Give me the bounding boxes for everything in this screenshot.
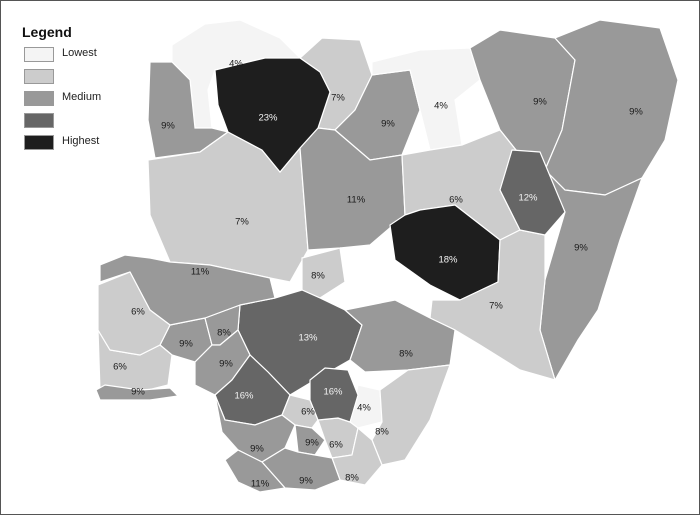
region-zamfara[interactable]	[214, 57, 331, 173]
region-bayelsa[interactable]	[224, 449, 287, 493]
region-label-kebbi: 9%	[161, 121, 175, 132]
region-imo[interactable]	[294, 424, 326, 456]
legend-item-medium: Medium	[22, 90, 132, 109]
region-enugu[interactable]	[309, 367, 359, 423]
region-label-kwara: 11%	[191, 267, 210, 278]
region-label-sokoto: 4%	[229, 59, 243, 70]
legend-label: Lowest	[62, 47, 97, 59]
region-label-ondo: 9%	[219, 359, 233, 370]
region-label-ebonyi: 4%	[357, 403, 371, 414]
region-label-benue: 8%	[399, 349, 413, 360]
region-delta[interactable]	[214, 394, 296, 463]
legend-item-lowest: Lowest	[22, 46, 132, 65]
legend-title: Legend	[22, 24, 72, 40]
region-akwa-ibom[interactable]	[331, 426, 383, 486]
legend: Legend Lowest Medium Highest	[22, 24, 132, 156]
region-oyo[interactable]	[97, 271, 171, 356]
region-label-katsina: 7%	[331, 93, 345, 104]
region-label-zamfara: 23%	[258, 113, 278, 124]
region-label-bayelsa: 11%	[251, 479, 270, 490]
region-label-delta: 9%	[250, 444, 264, 455]
region-cross-river[interactable]	[371, 364, 451, 466]
region-label-anambra: 6%	[301, 407, 315, 418]
region-label-ogun: 6%	[113, 362, 127, 373]
region-label-akwa-ibom: 8%	[345, 473, 359, 484]
region-lagos[interactable]	[95, 384, 179, 401]
region-label-lagos: 9%	[131, 387, 145, 398]
legend-item-low	[22, 68, 132, 87]
region-jigawa[interactable]	[371, 47, 481, 151]
legend-label: Medium	[62, 91, 102, 103]
region-label-cross-river: 8%	[375, 427, 389, 438]
region-label-abia: 6%	[329, 440, 343, 451]
region-rivers[interactable]	[261, 447, 341, 491]
legend-swatch	[24, 91, 54, 106]
legend-item-highest: Highest	[22, 134, 132, 153]
region-label-borno: 9%	[629, 107, 643, 118]
legend-swatch	[24, 69, 54, 84]
legend-swatch	[24, 135, 54, 150]
legend-label: Highest	[62, 135, 100, 147]
region-label-kaduna: 11%	[347, 195, 366, 206]
region-label-rivers: 9%	[299, 476, 313, 487]
region-gombe[interactable]	[499, 149, 566, 236]
region-label-osun: 9%	[179, 339, 193, 350]
legend-swatch	[24, 47, 54, 62]
region-kebbi[interactable]	[147, 61, 230, 159]
region-fct[interactable]	[301, 247, 346, 299]
region-label-ekiti: 8%	[217, 328, 231, 339]
region-adamawa[interactable]	[539, 169, 644, 382]
region-label-taraba: 7%	[489, 301, 503, 312]
legend-item-high	[22, 112, 132, 131]
region-label-plateau: 18%	[438, 255, 458, 266]
region-label-adamawa: 9%	[574, 243, 588, 254]
region-label-oyo: 6%	[131, 307, 145, 318]
region-label-kano: 9%	[381, 119, 395, 130]
region-label-gombe: 12%	[518, 193, 538, 204]
region-label-jigawa: 4%	[434, 101, 448, 112]
region-label-imo: 9%	[305, 438, 319, 449]
region-label-edo: 16%	[234, 391, 254, 402]
region-label-kogi: 13%	[298, 333, 318, 344]
region-label-yobe: 9%	[533, 97, 547, 108]
legend-swatch	[24, 113, 54, 128]
region-label-niger: 7%	[235, 217, 249, 228]
region-label-fct: 8%	[311, 271, 325, 282]
region-label-enugu: 16%	[323, 387, 343, 398]
region-label-bauchi: 6%	[449, 195, 463, 206]
region-abia[interactable]	[317, 417, 359, 459]
